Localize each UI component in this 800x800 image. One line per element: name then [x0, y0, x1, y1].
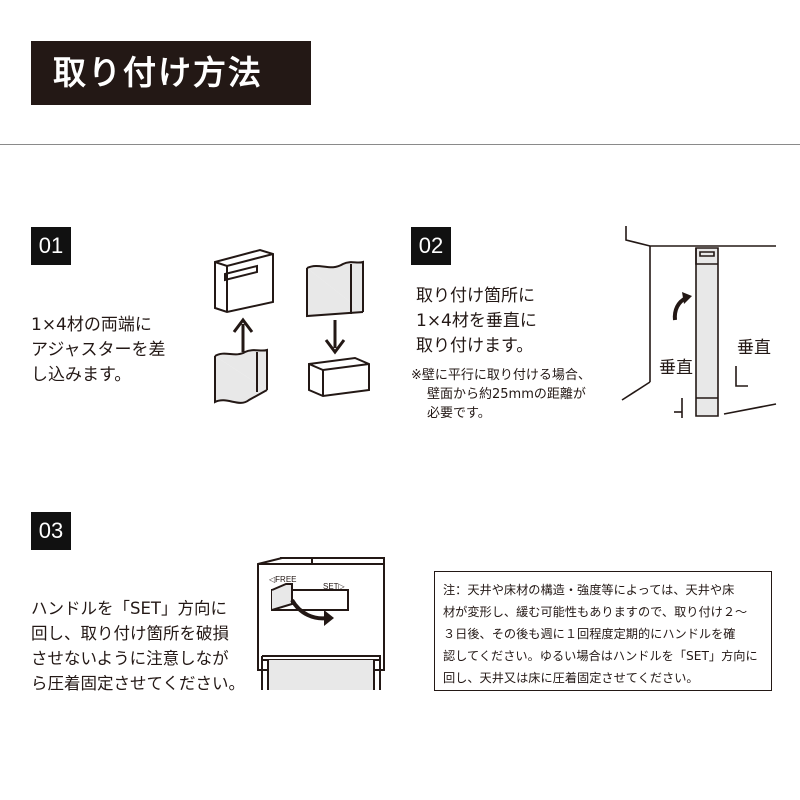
step-03-badge: 03: [31, 512, 71, 550]
step-02-badge: 02: [411, 227, 451, 265]
notice-box: 注：天井や床材の構造・強度等によっては、天井や床 材が変形し、緩む可能性もありま…: [434, 571, 772, 691]
step-02-note-line: 壁面から約25mmの距離が: [427, 387, 586, 402]
step-01-line: アジャスターを差: [31, 340, 166, 360]
notice-line: 注：天井や床材の構造・強度等によっては、天井や床: [443, 583, 735, 597]
free-label: ◁FREE: [269, 575, 297, 584]
divider: [0, 144, 800, 145]
title-banner: 取り付け方法: [31, 41, 311, 105]
step-02-note-line: ※壁に平行に取り付ける場合、: [411, 368, 591, 383]
step-01-line: 1×4材の両端に: [31, 315, 152, 335]
step-02-note-line: 必要です。: [427, 406, 491, 421]
notice-line: 回し、天井又は床に圧着固定させてください。: [443, 671, 699, 685]
page-title: 取り付け方法: [53, 53, 263, 92]
step-01-text: 1×4材の両端に アジャスターを差 し込みます。: [31, 313, 165, 388]
step-02-line: 1×4材を垂直に: [416, 311, 537, 331]
step-03-line: ら圧着固定させてください。: [31, 674, 246, 693]
step-03-text: ハンドルを「SET」方向に 回し、取り付け箇所を破損 させないように注意しなが …: [31, 596, 245, 696]
notice-line: ３日後、その後も週に１回程度定期的にハンドルを確: [443, 627, 736, 641]
step-02-line: 取り付けます。: [416, 336, 534, 356]
step-01-badge: 01: [31, 227, 71, 265]
step-03-line: させないように注意しなが: [31, 649, 229, 668]
step-03-line: ハンドルを「SET」方向に: [31, 599, 227, 618]
step-02-illustration: [621, 226, 777, 418]
vertical-label-right: 垂直: [737, 338, 771, 358]
step-02-text: 取り付け箇所に 1×4材を垂直に 取り付けます。: [416, 284, 537, 359]
notice-line: 認してください。ゆるい場合はハンドルを「SET」方向に: [443, 649, 758, 663]
step-01-illustration: [214, 248, 370, 404]
step-03-illustration: [257, 557, 385, 690]
step-02-note: ※壁に平行に取り付ける場合、 壁面から約25mmの距離が 必要です。: [411, 366, 591, 423]
vertical-label-left: 垂直: [659, 358, 693, 378]
set-label: SET▷: [323, 582, 345, 591]
step-02-line: 取り付け箇所に: [416, 286, 535, 306]
step-01-line: し込みます。: [31, 365, 132, 385]
step-03-line: 回し、取り付け箇所を破損: [31, 624, 229, 643]
notice-line: 材が変形し、緩む可能性もありますので、取り付け２～: [443, 605, 748, 619]
